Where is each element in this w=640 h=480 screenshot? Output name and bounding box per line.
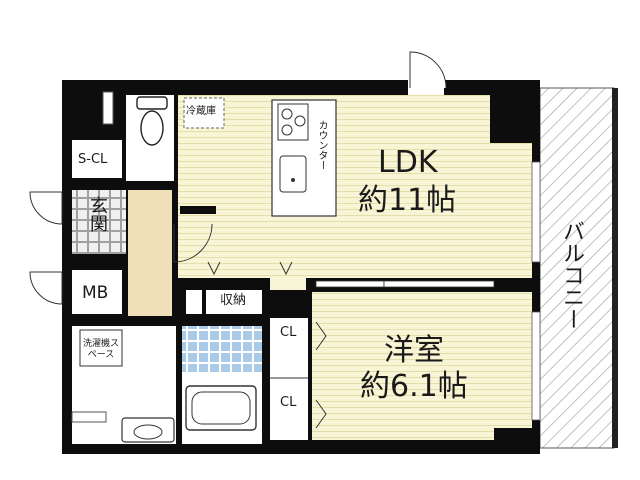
faucet-icon — [291, 178, 295, 182]
burner-icon — [294, 115, 306, 127]
toilet-tank — [136, 96, 168, 110]
laundry-label: 洗濯機スペース — [82, 339, 119, 360]
western-room-name: 洋室 — [384, 333, 444, 368]
closet-label-2: CL — [280, 395, 297, 410]
bathtub-inner — [191, 391, 251, 425]
ldk-name: LDK — [378, 145, 438, 180]
shoe-closet-label: S-CL — [78, 152, 108, 167]
meter-door-swing — [29, 271, 63, 305]
meter-box-label: MB — [82, 283, 109, 303]
counter-label: カウンター — [316, 120, 327, 170]
closet-area — [270, 318, 308, 440]
ldk-floor — [178, 95, 532, 278]
shoe-closet-room — [72, 140, 122, 178]
wall-stub — [180, 206, 216, 214]
entrance-door-swing — [29, 191, 63, 225]
door-gap — [270, 278, 306, 290]
bathroom-tile — [182, 326, 262, 372]
balcony-label: バルコニー — [559, 220, 584, 330]
balcony-area — [539, 87, 615, 449]
fridge-label: 冷蔵庫 — [186, 106, 216, 117]
western-room-pillar — [494, 428, 532, 444]
washroom-shelf — [71, 411, 107, 423]
closet-door-marks-1 — [315, 321, 327, 351]
closet-door-marks-2 — [315, 399, 327, 429]
storage-label: 収納 — [220, 293, 247, 308]
sliding-door-left — [315, 280, 385, 288]
window-east-bedroom — [531, 311, 541, 421]
sliding-door-right — [383, 280, 495, 288]
burner-icon — [281, 124, 293, 136]
entrance-tile — [72, 190, 126, 254]
wall-stub — [490, 95, 532, 143]
balcony-end-wall — [612, 88, 618, 448]
closet-label-1: CL — [280, 325, 297, 340]
small-shelf — [186, 290, 202, 314]
kitchen-sink — [279, 155, 307, 193]
hall-door-swing — [173, 223, 213, 263]
toilet-bowl-icon — [140, 110, 164, 146]
toilet-shelf — [102, 91, 114, 125]
stove — [277, 103, 309, 141]
western-room-floor — [312, 292, 532, 440]
western-room-size: 約6.1帖 — [360, 369, 468, 404]
laundry-space-box — [79, 329, 123, 367]
storage-room — [206, 290, 262, 314]
door-marks — [207, 261, 221, 276]
basin-bowl-icon — [133, 424, 163, 440]
door-marks — [279, 261, 293, 276]
entrance-label: 玄関 — [87, 196, 108, 232]
hallway-floor — [128, 190, 172, 316]
meter-box-room — [72, 270, 122, 314]
top-door-swing — [409, 51, 447, 89]
window-east-ldk — [531, 161, 541, 263]
burner-icon — [281, 108, 293, 120]
fridge-space — [183, 97, 225, 129]
ldk-size: 約11帖 — [358, 183, 457, 218]
